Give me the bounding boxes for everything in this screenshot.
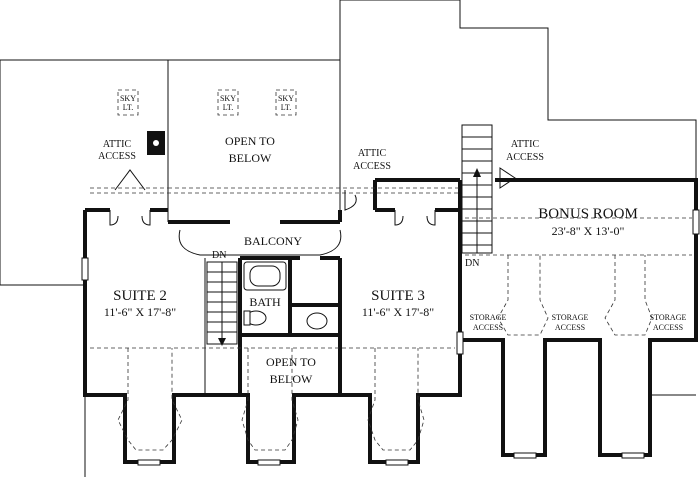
open-to-below-top-line1: OPEN TO — [225, 134, 275, 148]
skylight-label-3a: SKY — [278, 94, 294, 103]
open-to-below-bottom-line1: OPEN TO — [266, 355, 316, 369]
interior-walls — [204, 256, 342, 395]
ceiling-lines — [90, 187, 692, 349]
attic-access-left-line1: ATTIC — [103, 139, 132, 150]
open-to-below-top-line2: BELOW — [229, 151, 272, 165]
stairs-left-dn-label: DN — [212, 250, 226, 261]
attic-access-mid-line1: ATTIC — [358, 148, 387, 159]
stairs-right-dn-label: DN — [465, 258, 479, 269]
skylight-label-2a: SKY — [220, 94, 236, 103]
skylight-label-3b: LT. — [281, 103, 291, 112]
windows — [81, 209, 700, 355]
closet-doors — [109, 167, 516, 226]
skylights — [117, 89, 297, 116]
stairs-left — [206, 261, 238, 346]
dormers — [117, 255, 653, 466]
skylight-label-1b: LT. — [123, 103, 133, 112]
storage-access-3-line2: ACCESS — [653, 323, 683, 332]
skylight-labels: SKY LT. SKY LT. SKY LT. — [120, 94, 294, 112]
suite-2-dimensions: 11'-6" X 17'-8" — [104, 305, 176, 319]
exterior-walls — [83, 178, 698, 464]
balcony-label: BALCONY — [244, 234, 302, 248]
attic-access-left-line2: ACCESS — [98, 151, 136, 162]
stairs-right — [461, 124, 493, 254]
bonus-room-dimensions: 23'-8" X 13'-0" — [552, 224, 625, 238]
suite-2-name: SUITE 2 — [113, 288, 167, 304]
attic-access-mid-line2: ACCESS — [353, 161, 391, 172]
storage-access-3-line1: STORAGE — [650, 313, 687, 322]
skylight-label-1a: SKY — [120, 94, 136, 103]
storage-access-1-line1: STORAGE — [470, 313, 507, 322]
attic-access-right-line1: ATTIC — [511, 139, 540, 150]
bath-fixtures — [243, 261, 328, 330]
open-to-below-bottom-line2: BELOW — [270, 372, 313, 386]
bonus-room-name: BONUS ROOM — [538, 206, 638, 222]
suite-3-dimensions: 11'-6" X 17'-8" — [362, 305, 434, 319]
storage-access-2-line2: ACCESS — [555, 323, 585, 332]
balcony-rail — [178, 229, 342, 256]
bath-label: BATH — [249, 295, 281, 309]
skylight-label-2b: LT. — [223, 103, 233, 112]
storage-access-2-line1: STORAGE — [552, 313, 589, 322]
suite-3-name: SUITE 3 — [371, 288, 425, 304]
attic-access-right-line2: ACCESS — [506, 152, 544, 163]
storage-access-1-line2: ACCESS — [473, 323, 503, 332]
